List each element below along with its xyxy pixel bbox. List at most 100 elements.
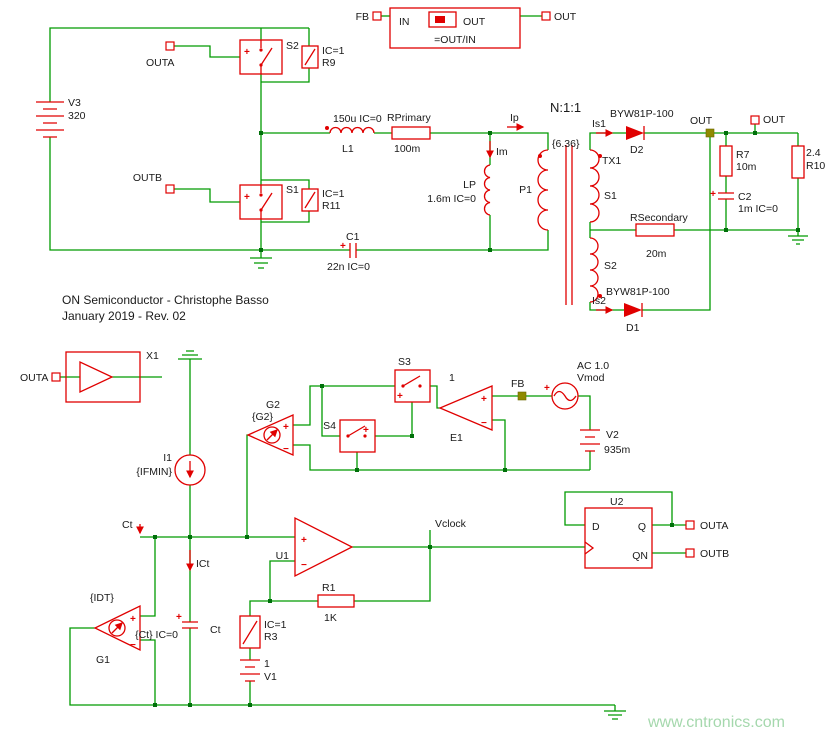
ct-capacitor: + {Ct} IC=0 Ct [135,612,220,641]
fb-transfer-block: FB IN OUT =OUT/IN OUT [356,7,577,49]
d2-label: D2 [630,144,644,156]
e1-label: E1 [450,432,463,444]
ct-cap-label: Ct [210,624,221,636]
r9-resistor: IC=1 R9 [301,45,345,69]
rsecondary-resistor: RSecondary 20m [630,212,689,260]
r1-value-label: 1K [324,612,337,624]
l1-inductor: 150u IC=0 L1 [325,113,382,155]
junction-dot [268,599,272,603]
x1-opamp-triangle [79,360,114,394]
vmod-label: Vmod [577,372,605,384]
junction-dot [248,703,252,707]
out-port-block [541,11,551,21]
rprimary-value-label: 100m [394,143,421,155]
g2-plus: + [283,422,289,433]
c2-plus: + [710,189,716,200]
vmod-plus: + [544,383,550,394]
ip-current-arrow: Ip [507,112,525,131]
vclock-label: Vclock [435,518,467,530]
r11-ic-label: IC=1 [322,188,345,200]
r10-label: R10 [806,160,825,172]
x1-outa-port-label: OUTA [20,372,48,384]
out-port-label: OUT [763,114,786,126]
tx1-label: TX1 [602,155,621,167]
x1-outa-port-square [51,372,61,382]
outa-output-port-square [685,520,695,530]
secondary2-phase-dot [598,294,602,298]
r10-resistor: 2.4 R10 [791,145,825,179]
l1-value-label: 150u IC=0 [333,113,382,125]
s2-switch: + S2 [239,39,299,75]
g2-value-label: {G2} [252,411,274,423]
junction-dots [153,131,800,707]
ground-symbol [178,235,808,720]
d1-part-label: BYW81P-100 [606,286,670,298]
c1-value-label: 22n IC=0 [327,261,370,273]
wire-segment [246,434,248,537]
s1-label: S1 [286,184,299,196]
vmod-ac-label: AC 1.0 [577,360,609,372]
s3-plus: + [397,391,403,402]
junction-dot [488,248,492,252]
secondary1-phase-dot [598,154,602,158]
u1-comparator: + − U1 [276,516,354,578]
r1-box [317,594,355,608]
ct-probe: Ct [122,519,144,535]
s4-label: S4 [323,420,336,432]
ct-cap-value-label: {Ct} IC=0 [135,629,178,641]
attribution-note: ON Semiconductor - Christophe Basso Janu… [62,293,269,323]
wire-segment [492,419,506,470]
v1-value-label: 1 [264,658,270,670]
g1-minus: − [130,640,136,651]
junction-dot [355,468,359,472]
wire-segment [69,627,615,706]
junction-dot [670,523,674,527]
junction-dot [320,384,324,388]
rprimary-resistor: RPrimary 100m [387,112,431,155]
c1-plus: + [340,241,346,252]
g1-label: G1 [96,654,110,666]
lp-value-label: 1.6m IC=0 [427,193,476,205]
p1-label: P1 [519,184,532,196]
g2-transconductance: + − G2 {G2} [246,399,294,457]
r11-resistor: IC=1 R11 [301,188,345,212]
g2-label: G2 [266,399,280,411]
rprimary-box [391,126,431,140]
s1-switch: + S1 [239,184,299,220]
v3-name-label: V3 [68,97,81,109]
d2-diode: BYW81P-100 D2 [610,108,674,156]
ict-current-arrow: ICt [186,550,210,572]
junction-dot [153,535,157,539]
v2-voltage-source: V2 935m [580,429,631,456]
wire-segment [375,402,413,437]
u2-q-label: Q [638,521,646,533]
out-node-label: OUT [690,115,713,127]
d2-part-label: BYW81P-100 [610,108,674,120]
r7-value-label: 10m [736,161,757,173]
u2-flipflop: U2 D Q QN [584,496,653,569]
attribution-line1: ON Semiconductor - Christophe Basso [62,293,269,307]
is2-label: Is2 [592,295,606,307]
wire-segment [261,179,310,189]
wire-segment [293,444,590,471]
turns-ratio-label: N:1:1 [550,100,581,115]
junction-dot [188,535,192,539]
v1-label: V1 [264,671,277,683]
block-out-port-label: OUT [554,11,577,23]
r10-box [791,145,805,179]
wire-segment [269,560,295,601]
c2-value-label: 1m IC=0 [738,203,778,215]
sec1-label: S1 [604,190,617,202]
junction-dot [724,228,728,232]
u2-box [584,507,653,569]
wire-segment [174,188,240,203]
watermark: www.cntronics.com [647,714,785,731]
rsecondary-box [635,223,675,237]
junction-dot [188,703,192,707]
wires [49,15,799,711]
wire-segment [261,68,310,83]
junction-dot [724,131,728,135]
u1-minus: − [301,560,307,571]
